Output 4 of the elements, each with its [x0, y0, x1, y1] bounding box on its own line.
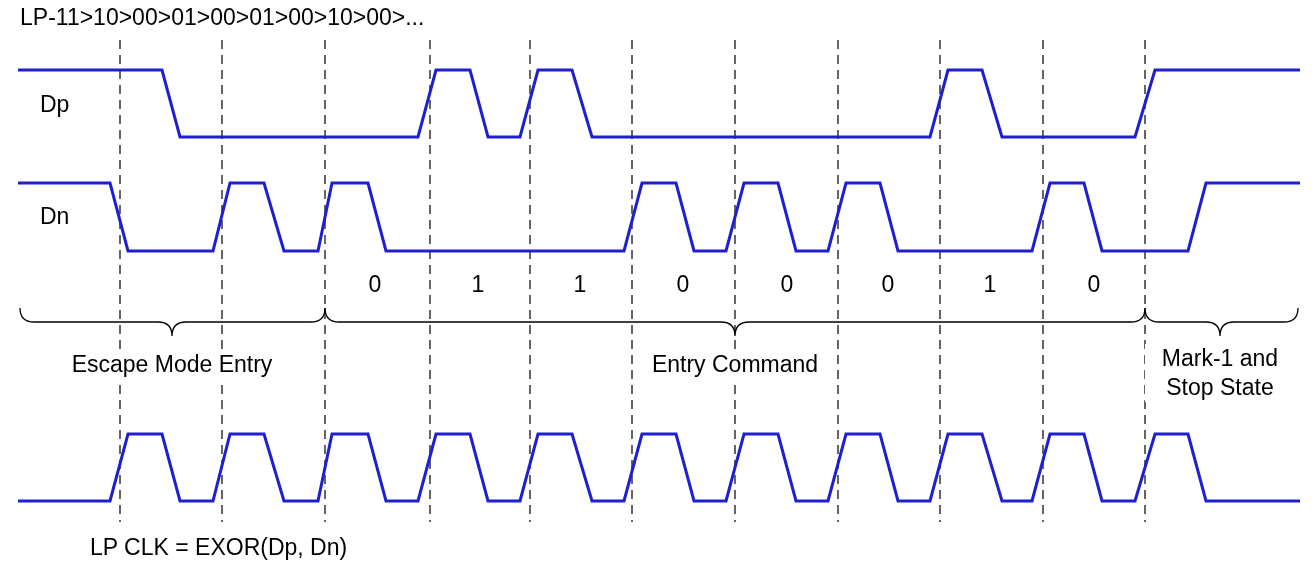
- signal-label: Dn: [40, 202, 70, 231]
- signal-label: Dp: [40, 90, 70, 119]
- formula-label: LP CLK = EXOR(Dp, Dn): [90, 533, 348, 562]
- sequence-label: LP-11>10>00>01>00>01>00>10>00>...: [20, 3, 425, 32]
